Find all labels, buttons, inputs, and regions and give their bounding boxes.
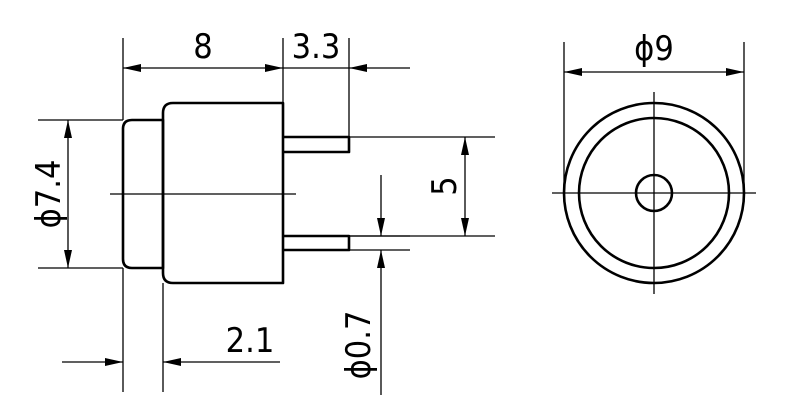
arrowhead — [461, 137, 469, 155]
arrowhead — [105, 358, 123, 366]
lead-length-label: 3.3 — [292, 27, 341, 67]
arrowhead — [377, 218, 385, 236]
dimension-body-diameter: ϕ7.4 — [29, 119, 123, 269]
lead-diameter-label: ϕ0.7 — [339, 311, 379, 380]
arrowhead — [64, 250, 72, 268]
arrowhead — [163, 358, 181, 366]
body-length-label: 8 — [193, 27, 212, 67]
arrowhead — [564, 68, 582, 76]
dimension-lead-diameter: ϕ0.7 — [339, 175, 410, 395]
cap-length-label: 2.1 — [226, 321, 275, 361]
front-view — [552, 92, 756, 294]
arrowhead — [461, 218, 469, 236]
dimension-body-length: 8 — [122, 27, 284, 120]
arrowhead — [265, 64, 283, 72]
body-diameter-label: ϕ7.4 — [29, 160, 69, 229]
arrowhead — [349, 64, 367, 72]
arrowhead — [64, 120, 72, 138]
lead-spacing-label: 5 — [425, 176, 465, 195]
main-body-outline — [161, 101, 285, 285]
dimension-lead-length: 3.3 — [283, 27, 410, 137]
arrowhead — [123, 64, 141, 72]
dimension-cap-length: 2.1 — [62, 268, 280, 392]
arrowhead — [377, 250, 385, 268]
outer-diameter-label: ϕ9 — [634, 29, 674, 69]
bottom-lead-outline — [283, 234, 351, 252]
side-view — [110, 101, 351, 285]
arrowhead — [726, 68, 744, 76]
front-cap-outline — [121, 118, 165, 270]
top-lead-outline — [283, 135, 351, 154]
dimension-outer-diameter: ϕ9 — [563, 29, 745, 193]
dimension-lead-spacing: 5 — [349, 136, 495, 237]
